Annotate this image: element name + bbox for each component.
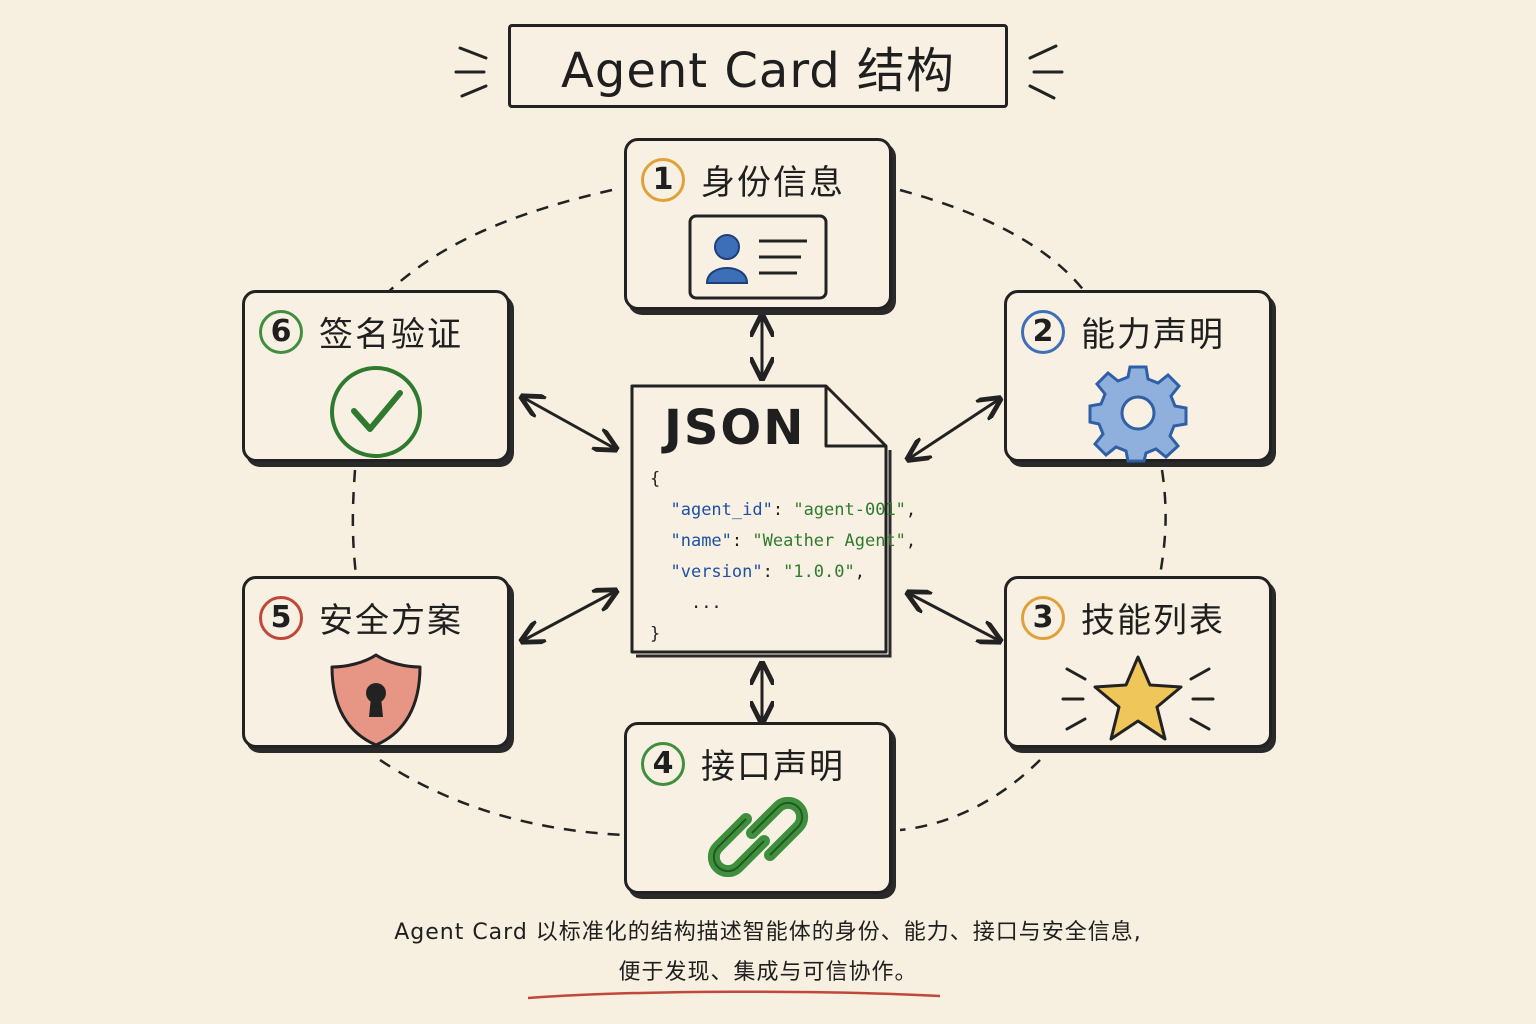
- number-badge: 3: [1021, 595, 1065, 640]
- page-title: Agent Card 结构: [561, 43, 955, 99]
- card-label: 能力声明: [1081, 315, 1225, 355]
- json-document: JSON { "agent_id": "agent-001", "name": …: [626, 380, 916, 662]
- json-key: "version": [670, 562, 763, 582]
- ellipsis: ...: [690, 593, 722, 613]
- link-icon: [707, 797, 809, 877]
- connector-arrows: [524, 318, 998, 720]
- star-icon: [1061, 655, 1215, 741]
- title-banner: Agent Card 结构: [508, 24, 1008, 108]
- title-sparkle-marks: [454, 44, 1064, 100]
- card-interfaces: 4 接口声明: [624, 722, 892, 894]
- card-skills: 3 技能列表: [1004, 576, 1272, 748]
- close-brace: }: [650, 624, 661, 644]
- card-identity: 1 身份信息: [624, 138, 892, 310]
- caption-line-2: 便于发现、集成与可信协作。: [618, 960, 918, 985]
- card-label: 技能列表: [1081, 601, 1225, 641]
- open-brace: {: [650, 469, 661, 489]
- card-capabilities: 2 能力声明: [1004, 290, 1272, 463]
- number-badge: 2: [1021, 309, 1065, 354]
- caption-line-1: Agent Card 以标准化的结构描述智能体的身份、能力、接口与安全信息,: [394, 920, 1142, 945]
- shield-icon: [330, 653, 422, 747]
- card-label: 签名验证: [319, 315, 463, 355]
- gear-icon: [1088, 365, 1188, 463]
- json-value: "Weather Agent": [752, 531, 906, 551]
- id-card-icon: [688, 214, 828, 300]
- number-badge: 4: [641, 741, 685, 786]
- document-outline: [630, 384, 892, 658]
- dashed-ring: [351, 188, 1167, 837]
- card-label: 身份信息: [701, 163, 845, 203]
- json-value: "agent-001": [793, 500, 906, 520]
- card-label: 接口声明: [701, 747, 845, 787]
- card-signature: 6 签名验证: [242, 290, 510, 462]
- json-heading: JSON: [664, 400, 806, 456]
- number-badge: 5: [259, 595, 303, 640]
- json-key: "agent_id": [670, 500, 773, 520]
- number-badge: 1: [641, 157, 685, 202]
- json-code: { "agent_id": "agent-001", "name": "Weat…: [650, 469, 917, 644]
- card-label: 安全方案: [319, 601, 463, 641]
- card-security: 5 安全方案: [242, 576, 510, 748]
- checkmark-icon: [330, 366, 422, 458]
- json-key: "name": [670, 531, 732, 551]
- caption-underline: [527, 990, 941, 1000]
- json-value: "1.0.0": [783, 562, 855, 582]
- number-badge: 6: [259, 309, 303, 354]
